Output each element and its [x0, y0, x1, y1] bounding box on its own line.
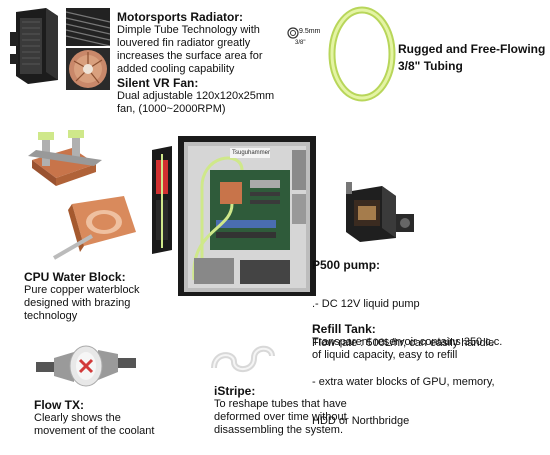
cpu-block-description: CPU Water Block: Pure copper waterblock …	[24, 270, 174, 323]
istripe-description: iStripe: To reshape tubes that have defo…	[214, 384, 394, 437]
pump-title: P500 pump:	[312, 258, 381, 272]
tank-desc-line: Transparent reservoir contains 350 c.c.	[312, 336, 503, 348]
radiator-desc-line: added cooling capability	[117, 63, 235, 75]
tube-diameter-label: 9.5mm	[299, 28, 321, 35]
flow-tx-image	[34, 340, 138, 392]
pc-case-image: Tsuguhammer	[150, 130, 320, 305]
fan-image	[66, 48, 110, 90]
flow-desc-line: Clearly shows the	[34, 412, 121, 424]
radiator-fin-closeup	[66, 8, 110, 46]
pump-desc-line: HDD or Northbridge	[312, 415, 410, 427]
radiator-desc-line: Dimple Tube Technology with	[117, 24, 260, 36]
flow-tx-description: Flow TX: Clearly shows the movement of t…	[34, 398, 184, 438]
pump-desc-line: Flow rate : 500L/hr, can easily handle	[312, 337, 495, 349]
istripe-image	[208, 338, 278, 378]
tank-title: Refill Tank:	[312, 322, 376, 336]
istripe-title: iStripe:	[214, 384, 256, 398]
tubing-title-line: 3/8" Tubing	[398, 59, 463, 73]
pump-desc-line: .- DC 12V liquid pump	[312, 298, 420, 310]
radiator-description: Motorsports Radiator: Dimple Tube Techno…	[117, 10, 307, 116]
radiator-title: Motorsports Radiator:	[117, 10, 243, 24]
pump-image	[340, 178, 420, 244]
tube-dimension-diagram: 9.5mm 3/8"	[286, 26, 320, 56]
cpu-block-desc-line: designed with brazing	[24, 297, 131, 309]
cpu-waterblock-image	[52, 192, 138, 262]
radiator-image	[6, 6, 64, 86]
radiator-desc-line: increases the surface area for	[117, 50, 263, 62]
cpu-mount-image	[22, 130, 106, 192]
pump-desc-line: - extra water blocks of GPU, memory,	[312, 376, 495, 388]
tube-size-label: 3/8"	[295, 40, 306, 46]
pump-description: P500 pump: .- DC 12V liquid pump Flow ra…	[312, 258, 548, 454]
fan-desc-line: fan, (1000~2000RPM)	[117, 103, 226, 115]
tubing-image	[322, 4, 402, 104]
fan-title: Silent VR Fan:	[117, 76, 199, 90]
flow-title: Flow TX:	[34, 398, 84, 412]
tank-desc-line: of liquid capacity, easy to refill	[312, 349, 458, 361]
case-brand-label: Tsuguhammer	[232, 150, 271, 156]
cpu-block-desc-line: Pure copper waterblock	[24, 284, 140, 296]
fan-desc-line: Dual adjustable 120x120x25mm	[117, 90, 275, 102]
tubing-caption: Rugged and Free-Flowing 3/8" Tubing	[398, 42, 545, 73]
radiator-desc-line: louvered fin radiator greatly	[117, 37, 251, 49]
flow-desc-line: movement of the coolant	[34, 425, 155, 437]
istripe-desc-line: deformed over time without	[214, 411, 347, 423]
refill-tank-description: Refill Tank: Transparent reservoir conta…	[312, 322, 548, 362]
istripe-desc-line: disassembling the system.	[214, 424, 343, 436]
istripe-desc-line: To reshape tubes that have	[214, 398, 347, 410]
cpu-block-desc-line: technology	[24, 310, 78, 322]
cpu-block-title: CPU Water Block:	[24, 270, 126, 284]
tubing-title-line: Rugged and Free-Flowing	[398, 42, 546, 56]
